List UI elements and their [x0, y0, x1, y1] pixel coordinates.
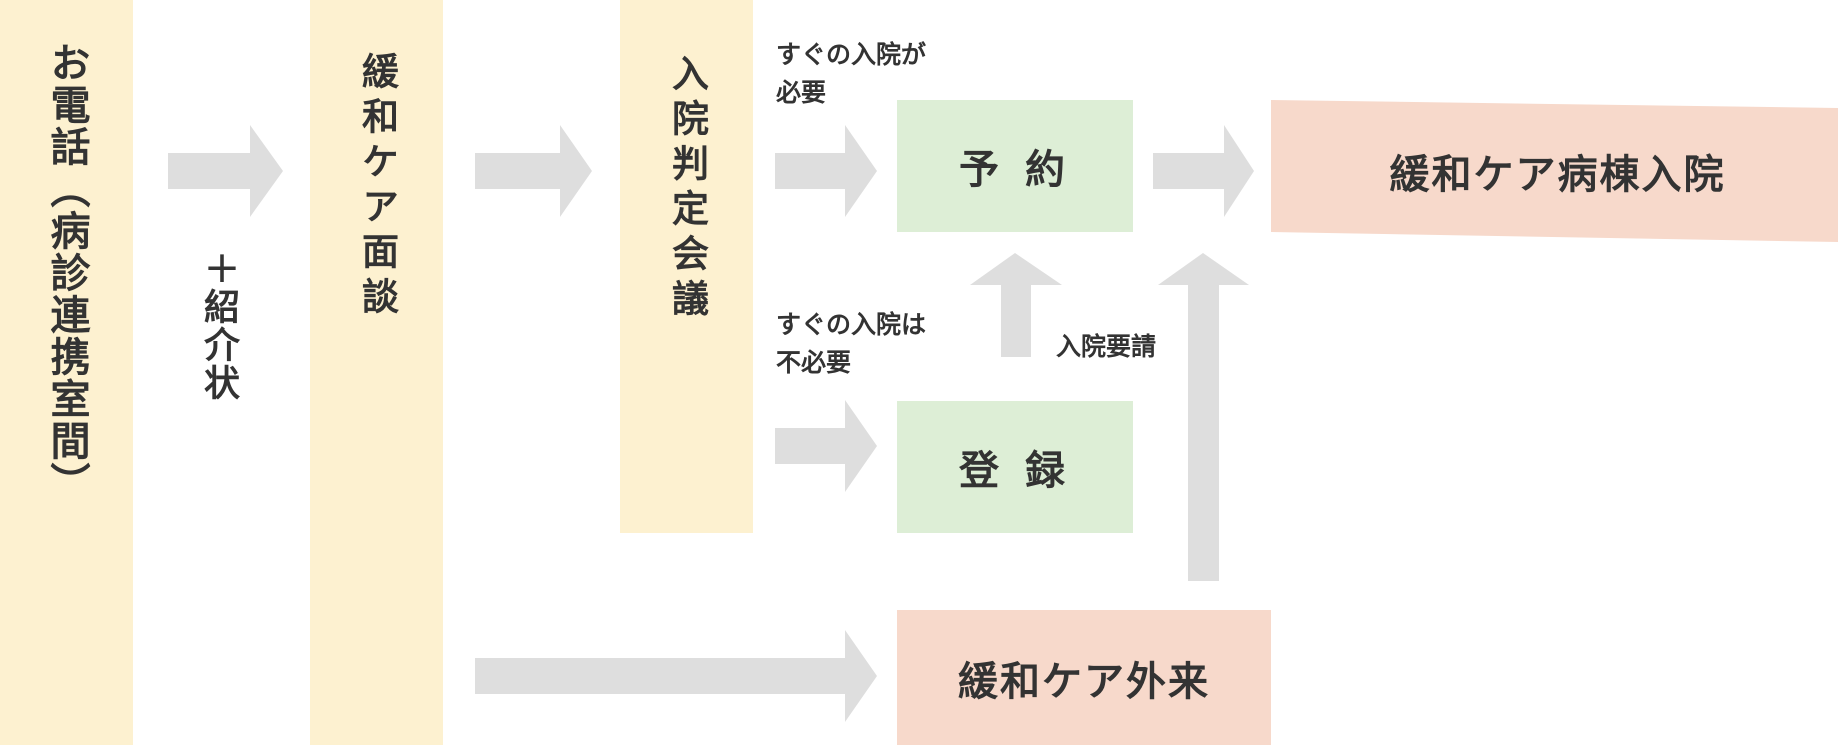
phone-column: お電話（病診連携室間）: [0, 0, 133, 745]
registration-label: 登 録: [959, 448, 1071, 494]
label-admission-needed-line1: すぐの入院が: [776, 40, 927, 69]
judgement-column: 入院判定会議: [620, 0, 753, 533]
interview-column: 緩和ケア面談: [310, 0, 443, 745]
label-admission-request: 入院要請: [1056, 332, 1157, 361]
ward-admission-box: 緩和ケア病棟入院: [1271, 100, 1838, 242]
reservation-box: 予 約: [897, 100, 1133, 232]
label-admission-not-needed-line1: すぐの入院は: [776, 310, 927, 339]
arrow-interview-to-judgement: [475, 125, 592, 217]
reservation-label: 予 約: [959, 147, 1071, 193]
arrow-interview-to-outpatient: [475, 630, 877, 722]
label-admission-not-needed-line2: 不必要: [776, 348, 852, 377]
arrow-reservation-to-admission: [1153, 125, 1254, 217]
arrow-registration-to-reservation: [970, 253, 1062, 357]
label-admission-needed-line2: 必要: [776, 78, 827, 107]
phone-column-label: お電話（病診連携室間）: [43, 42, 90, 504]
ward-admission-label: 緩和ケア病棟入院: [1389, 152, 1726, 198]
arrow-judgement-to-registration: [775, 400, 877, 492]
outpatient-label: 緩和ケア外来: [958, 658, 1210, 705]
arrow-judgement-to-reservation: [775, 125, 877, 217]
arrow-outpatient-to-admission: [1158, 253, 1249, 581]
label-admission-not-needed: すぐの入院は 不必要: [776, 306, 926, 382]
label-admission-needed: すぐの入院が 必要: [776, 36, 926, 112]
ward-admission-shape: [1271, 100, 1838, 242]
interview-column-label: 緩和ケア面談: [355, 52, 399, 322]
judgement-column-label: 入院判定会議: [665, 54, 709, 324]
outpatient-box: 緩和ケア外来: [897, 610, 1271, 745]
arrow-phone-to-interview: [168, 125, 283, 217]
referral-letter-label: ＋紹介状: [198, 250, 239, 402]
registration-box: 登 録: [897, 401, 1133, 533]
